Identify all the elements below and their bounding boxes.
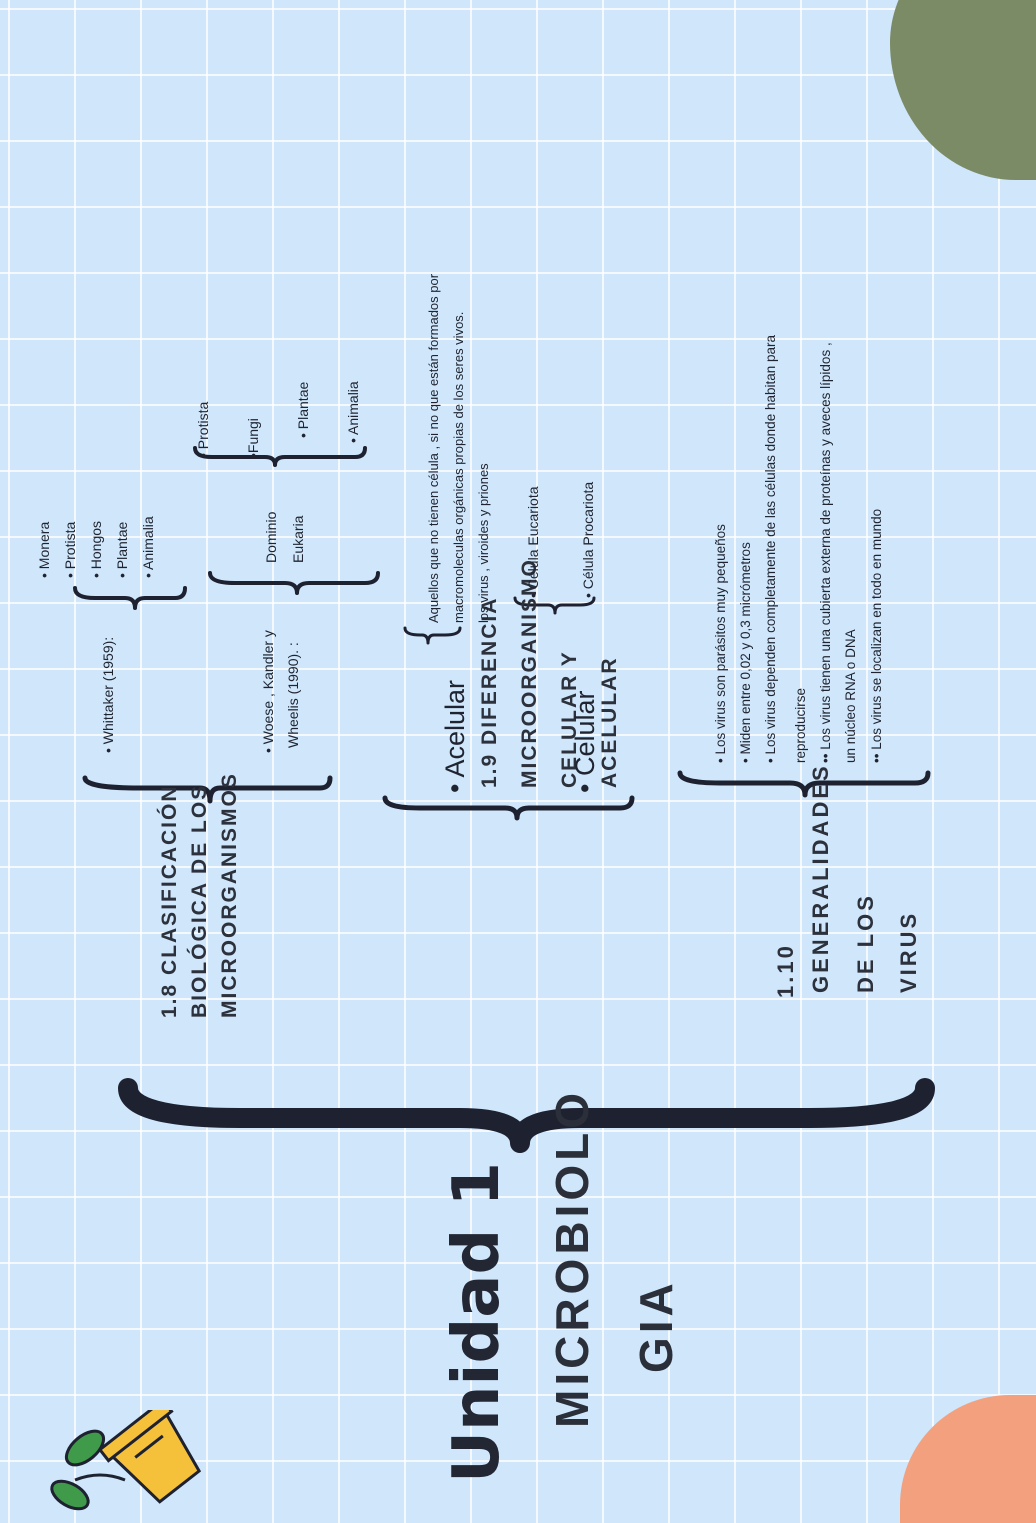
virus-text-2: • Miden entre 0,02 y 0,3 micrómetros (738, 542, 753, 763)
whittaker-item: • Plantae (114, 521, 130, 578)
heading-110-line4: VIRUS (896, 910, 921, 993)
bracket-woese (208, 571, 380, 595)
acelular-text-3: los virus , viroides y priones (476, 463, 491, 623)
whittaker-label: • Whittaker (1959): (100, 636, 116, 753)
bracket-whittaker (73, 586, 187, 610)
heading-19-line1: 1.9 DIFERENCIA (478, 596, 501, 788)
eukaria-item: •Fungi (245, 418, 261, 458)
bracket-dominio (193, 446, 367, 467)
heading-110-line1: 1.10 (773, 943, 798, 998)
celular-label: • Celular (570, 690, 600, 794)
eukaria-item: • Animalia (345, 381, 361, 443)
virus-text-7: •• Los virus se localizan en todo en mun… (869, 508, 884, 763)
virus-text-3: • Los virus dependen completamente de la… (763, 334, 778, 763)
title-unidad: Unidad 1 (440, 1161, 514, 1483)
celular-item: • Célula Procariota (580, 481, 596, 598)
title-microbiologia-a: MICROBIOLO (546, 1089, 598, 1428)
bracket-19 (382, 795, 635, 821)
virus-text-4: reproducirse (793, 687, 808, 763)
main-bracket (118, 1078, 935, 1153)
heading-18-line3: MICROORGANISMOS (218, 772, 241, 1018)
dominio-label-1: Dominio (263, 511, 279, 563)
woese-label-1: • Woese , Kandler y (260, 630, 276, 753)
celular-item: • Célula Eucariota (525, 486, 541, 598)
whittaker-item: • Hongos (88, 520, 104, 578)
bracket-18 (82, 775, 333, 804)
virus-text-1: • Los virus son parásitos muy pequeños (713, 524, 728, 763)
virus-text-6: un núcleo RNA o DNA (843, 629, 858, 763)
woese-label-2: Wheelis (1990). : (285, 642, 301, 748)
acelular-text-2: macromoleculas orgánicas propias de los … (451, 311, 466, 623)
dominio-label-2: Eukaria (290, 515, 306, 563)
eukaria-item: • Plantae (295, 381, 311, 438)
heading-110-line3: DE LOS (853, 893, 878, 993)
acelular-text-1: Aquellos que no tienen célula , si no qu… (426, 273, 441, 623)
bracket-acelular (403, 626, 462, 645)
acelular-label: • Acelular (440, 679, 470, 793)
title-microbiologia-b: GIA (630, 1279, 682, 1373)
plant-pot-icon (50, 1410, 202, 1511)
bracket-celular (513, 596, 596, 615)
eukaria-item: • Protista (195, 401, 211, 458)
bracket-110 (677, 770, 931, 798)
heading-110-line2: GENERALIDADES (808, 763, 833, 993)
virus-text-5: •• Los virus tienen una cubierta externa… (818, 342, 833, 763)
heading-18-line1: 1.8 CLASIFICACIÓN (158, 784, 181, 1018)
whittaker-item: • Animalia (140, 516, 156, 578)
whittaker-item: • Monera (36, 521, 52, 578)
whittaker-item: • Protista (62, 521, 78, 578)
heading-18-line2: BIOLÓGICA DE LOS (188, 783, 211, 1018)
